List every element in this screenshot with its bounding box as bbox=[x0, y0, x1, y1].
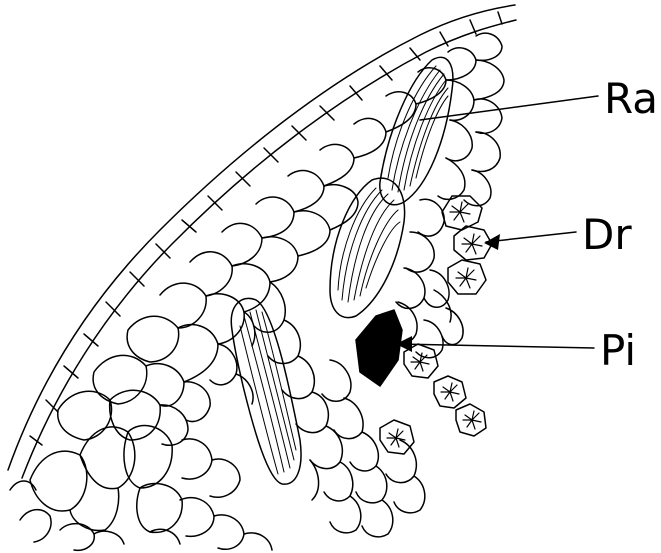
label-dr: Dr bbox=[582, 214, 632, 256]
label-ra: Ra bbox=[604, 78, 658, 120]
pigment-cell bbox=[356, 310, 402, 386]
epidermis-cell-walls bbox=[30, 12, 502, 445]
raphide-striations bbox=[240, 66, 448, 474]
raphide-cells bbox=[231, 57, 453, 484]
parenchyma-cells bbox=[10, 33, 504, 550]
label-pi: Pi bbox=[600, 330, 636, 372]
dr-arrowhead bbox=[484, 234, 500, 250]
ra-leader-line bbox=[420, 96, 598, 120]
arrowheads bbox=[396, 234, 500, 352]
